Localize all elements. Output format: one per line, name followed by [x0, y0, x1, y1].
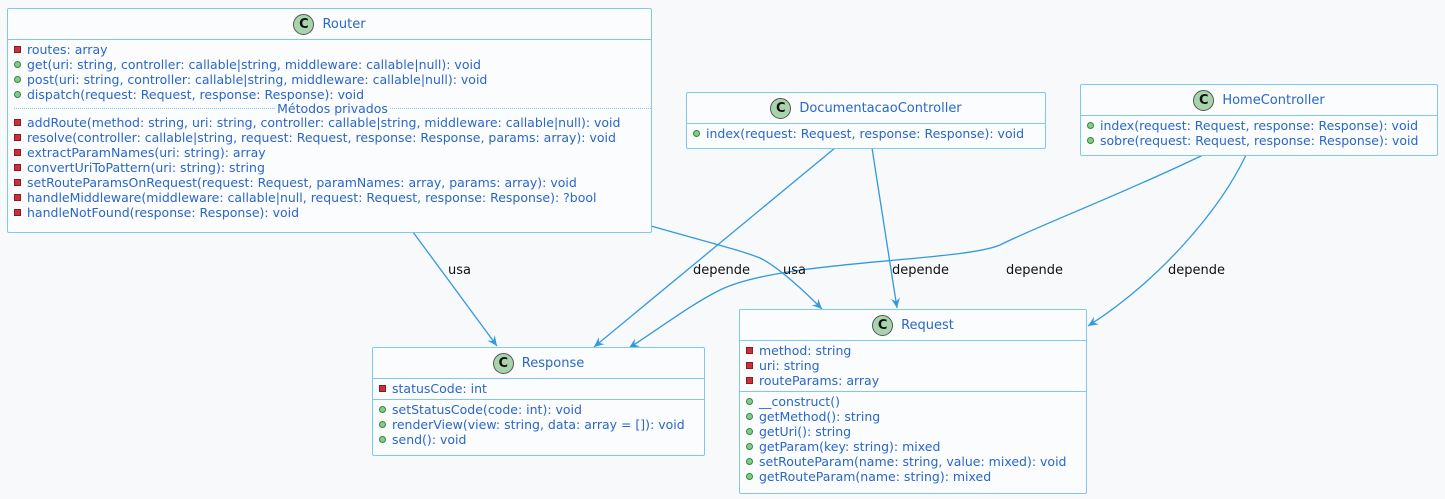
- member-row: getParam(key: string): mixed: [746, 439, 1086, 454]
- class-badge-icon: C: [492, 352, 514, 374]
- private-icon: [14, 179, 21, 186]
- member-row: get(uri: string, controller: callable|st…: [14, 57, 651, 72]
- response-attributes: statusCode: int: [373, 379, 704, 399]
- public-icon: [379, 421, 386, 428]
- public-icon: [746, 413, 753, 420]
- edge-router-response: [412, 231, 498, 347]
- class-name: DocumentacaoController: [799, 100, 962, 116]
- public-icon: [379, 436, 386, 443]
- public-icon: [379, 406, 386, 413]
- response-methods: setStatusCode(code: int): void renderVie…: [373, 399, 704, 450]
- edge-router-request: [650, 225, 823, 310]
- class-badge-icon: C: [872, 314, 894, 336]
- private-icon: [746, 362, 753, 369]
- member-row: getUri(): string: [746, 424, 1086, 439]
- request-attributes: method: string uri: string routeParams: …: [740, 341, 1086, 391]
- edge-label-router-response: usa: [448, 263, 471, 278]
- member-row: index(request: Request, response: Respon…: [1087, 118, 1437, 133]
- member-row: addRoute(method: string, uri: string, co…: [14, 115, 651, 130]
- member-row: routes: array: [14, 42, 651, 57]
- private-icon: [14, 149, 21, 156]
- edge-home-request: [1087, 154, 1247, 327]
- member-row: handleMiddleware(middleware: callable|nu…: [14, 190, 651, 205]
- private-icon: [746, 347, 753, 354]
- member-row: index(request: Request, response: Respon…: [693, 126, 1045, 141]
- class-name: HomeController: [1222, 92, 1325, 108]
- class-router[interactable]: C Router routes: array get(uri: string, …: [7, 8, 652, 233]
- public-icon: [1087, 122, 1094, 129]
- class-name: Response: [521, 355, 585, 371]
- class-header: C DocumentacaoController: [687, 93, 1045, 124]
- class-badge-icon: C: [1193, 89, 1215, 111]
- edge-label-doc-request: depende: [892, 263, 949, 278]
- member-row: __construct(): [746, 394, 1086, 409]
- public-icon: [746, 398, 753, 405]
- member-row: post(uri: string, controller: callable|s…: [14, 72, 651, 87]
- member-row: statusCode: int: [379, 381, 704, 396]
- member-row: renderView(view: string, data: array = […: [379, 417, 704, 432]
- edge-label-home-request: depende: [1168, 263, 1225, 278]
- member-row: convertUriToPattern(uri: string): string: [14, 160, 651, 175]
- private-icon: [14, 209, 21, 216]
- class-badge-icon: C: [293, 13, 315, 35]
- class-home-controller[interactable]: C HomeController index(request: Request,…: [1080, 84, 1438, 156]
- public-icon: [746, 428, 753, 435]
- member-row: dispatch(request: Request, response: Res…: [14, 87, 651, 102]
- private-icon: [14, 194, 21, 201]
- edge-home-response: [628, 154, 1204, 349]
- private-icon: [746, 377, 753, 384]
- class-request[interactable]: C Request method: string uri: string rou…: [739, 309, 1087, 494]
- public-icon: [746, 443, 753, 450]
- public-icon: [693, 130, 700, 137]
- documentacao-members: index(request: Request, response: Respon…: [687, 124, 1045, 144]
- member-row: getMethod(): string: [746, 409, 1086, 424]
- class-header: C HomeController: [1081, 85, 1437, 116]
- section-separator: Métodos privados: [14, 101, 651, 116]
- member-row: send(): void: [379, 432, 704, 447]
- class-header: C Router: [8, 9, 651, 40]
- edge-doc-response: [593, 147, 836, 348]
- member-row: routeParams: array: [746, 373, 1086, 388]
- private-icon: [14, 119, 21, 126]
- member-row: setRouteParam(name: string, value: mixed…: [746, 454, 1086, 469]
- public-icon: [14, 61, 21, 68]
- member-row: extractParamNames(uri: string): array: [14, 145, 651, 160]
- private-icon: [379, 385, 386, 392]
- edge-label-home-response: depende: [1006, 263, 1063, 278]
- private-icon: [14, 134, 21, 141]
- class-header: C Response: [373, 348, 704, 379]
- edge-label-router-request: usa: [783, 263, 806, 278]
- class-name: Router: [322, 16, 366, 32]
- member-row: setStatusCode(code: int): void: [379, 402, 704, 417]
- member-row: uri: string: [746, 358, 1086, 373]
- private-icon: [14, 46, 21, 53]
- home-members: index(request: Request, response: Respon…: [1081, 116, 1437, 151]
- class-name: Request: [901, 317, 954, 333]
- edge-label-doc-response: depende: [693, 263, 750, 278]
- member-row: resolve(controller: callable|string, req…: [14, 130, 651, 145]
- public-icon: [1087, 137, 1094, 144]
- member-row: handleNotFound(response: Response): void: [14, 205, 651, 220]
- public-icon: [14, 76, 21, 83]
- edge-doc-request: [871, 147, 900, 309]
- public-icon: [14, 91, 21, 98]
- class-badge-icon: C: [770, 97, 792, 119]
- public-icon: [746, 458, 753, 465]
- router-members: routes: array get(uri: string, controlle…: [8, 40, 651, 223]
- private-icon: [14, 164, 21, 171]
- member-row: sobre(request: Request, response: Respon…: [1087, 133, 1437, 148]
- request-methods: __construct() getMethod(): string getUri…: [740, 391, 1086, 487]
- class-header: C Request: [740, 310, 1086, 341]
- member-row: method: string: [746, 343, 1086, 358]
- class-response[interactable]: C Response statusCode: int setStatusCode…: [372, 347, 705, 456]
- member-row: setRouteParamsOnRequest(request: Request…: [14, 175, 651, 190]
- member-row: getRouteParam(name: string): mixed: [746, 469, 1086, 484]
- class-documentacao-controller[interactable]: C DocumentacaoController index(request: …: [686, 92, 1046, 149]
- public-icon: [746, 473, 753, 480]
